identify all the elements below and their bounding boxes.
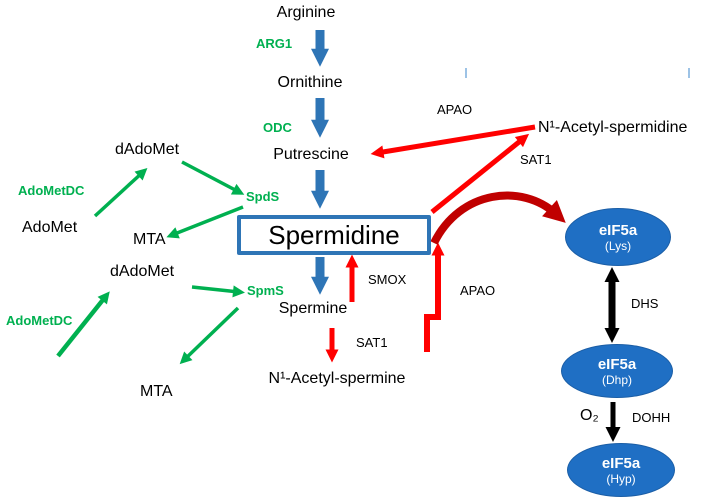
label-enzyme-odc: ODC <box>263 120 292 135</box>
label-enzyme-spms: SpmS <box>247 283 284 298</box>
arrow-spds-to-mta-upper <box>166 205 244 239</box>
label-n1-acetyl-spermidine: N¹-Acetyl-spermidine <box>538 119 688 136</box>
label-adomet: AdoMet <box>22 219 78 236</box>
arrow-adometdc-to-dadomet-lower <box>56 291 110 358</box>
eif5a-name: eIF5a <box>601 454 641 472</box>
label-enzyme-sat1-lower: SAT1 <box>356 335 388 350</box>
label-dadomet-lower: dAdoMet <box>110 263 175 280</box>
arrow-spermidine-to-acetylspermidine-sat1 <box>430 133 530 214</box>
node-eif5a-hyp: eIF5a (Hyp) <box>567 443 675 497</box>
node-eif5a-dhp: eIF5a (Dhp) <box>561 344 673 398</box>
label-arginine: Arginine <box>276 4 336 21</box>
label-enzyme-apao-lower: APAO <box>460 283 496 298</box>
label-enzyme-adometdc-upper: AdoMetDC <box>18 183 85 198</box>
arrow-spermidine-to-eif5a <box>430 191 566 245</box>
node-eif5a-lys: eIF5a (Lys) <box>565 208 671 266</box>
eif5a-state: (Lys) <box>604 238 632 253</box>
eif5a-name: eIF5a <box>597 355 637 373</box>
label-putrescine: Putrescine <box>273 146 349 163</box>
arrow-acetylspermine-to-spermidine-apao <box>424 242 445 352</box>
label-spermine: Spermine <box>278 300 348 317</box>
arrow-dadomet-to-spms <box>191 285 245 298</box>
eif5a-state: (Hyp) <box>606 471 636 486</box>
arrow-adomet-to-dadomet-upper <box>93 167 148 218</box>
label-enzyme-adometdc-lower: AdoMetDC <box>6 313 73 328</box>
label-enzyme-spds: SpdS <box>246 189 280 204</box>
arrow-spms-to-mta-lower <box>179 306 240 365</box>
tick-mark <box>688 68 690 78</box>
spermidine-box: Spermidine <box>237 215 431 255</box>
label-spermidine: Spermidine <box>268 219 400 250</box>
label-enzyme-apao-upper: APAO <box>437 102 473 117</box>
label-o2: O₂ <box>580 407 599 424</box>
eif5a-state: (Dhp) <box>601 372 632 387</box>
label-mta-upper: MTA <box>133 231 166 248</box>
eif5a-name: eIF5a <box>598 221 638 239</box>
arrow-acetylspermidine-to-putrescine-apao <box>370 124 536 159</box>
tick-mark <box>465 68 467 78</box>
label-enzyme-dhs: DHS <box>631 296 659 311</box>
label-enzyme-smox: SMOX <box>368 272 407 287</box>
arrow-dadomet-to-spds <box>181 160 245 195</box>
label-enzyme-arg1: ARG1 <box>256 36 293 51</box>
label-mta-lower: MTA <box>140 383 173 400</box>
label-enzyme-sat1-upper: SAT1 <box>520 152 552 167</box>
label-n1-acetyl-spermine: N¹-Acetyl-spermine <box>268 370 406 387</box>
label-dadomet-upper: dAdoMet <box>115 141 180 158</box>
label-ornithine: Ornithine <box>277 74 343 91</box>
label-enzyme-dohh: DOHH <box>632 410 671 425</box>
